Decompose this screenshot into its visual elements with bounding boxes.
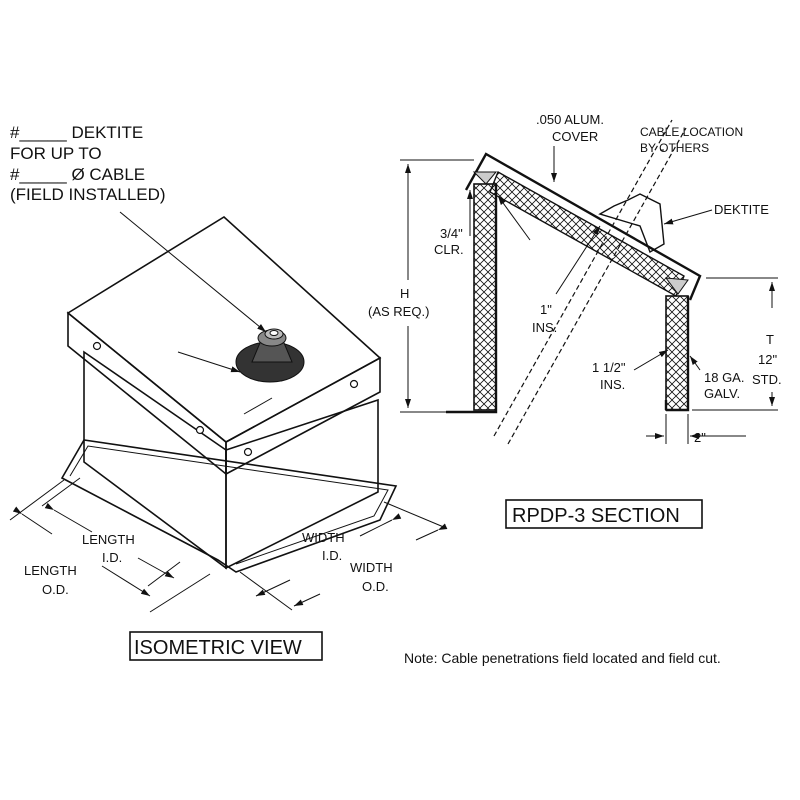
ins15-label-2: INS. xyxy=(600,377,625,392)
section-title: RPDP-3 SECTION xyxy=(512,505,680,527)
isometric-title-box xyxy=(129,631,323,661)
clr-label-1: 3/4" xyxy=(440,226,463,241)
cover-rivets xyxy=(92,341,359,457)
two-inch-label: 2" xyxy=(694,430,706,445)
callout-line3: #_____ Ø CABLE xyxy=(10,165,145,184)
width-id-sub: I.D. xyxy=(322,548,342,563)
width-od-label: WIDTH xyxy=(350,560,393,575)
section-title-box xyxy=(505,499,703,529)
t-label-3: STD. xyxy=(752,372,782,387)
length-od-label: LENGTH xyxy=(24,563,77,578)
cover-label-1: .050 ALUM. xyxy=(536,112,604,127)
cover-top xyxy=(66,216,382,443)
right-wall-insulation xyxy=(665,295,689,411)
length-id-sub: I.D. xyxy=(102,550,122,565)
galv-label-1: 18 GA. xyxy=(704,370,744,385)
h-label-1: H xyxy=(400,286,409,301)
box-right-wall xyxy=(225,398,379,570)
h-label-2: (AS REQ.) xyxy=(368,304,429,319)
t-label-2: 12" xyxy=(758,352,777,367)
length-od-sub: O.D. xyxy=(42,582,69,597)
width-od-sub: O.D. xyxy=(362,579,389,594)
isometric-view: #_____ DEKTITE FOR UP TO #_____ Ø CABLE … xyxy=(9,123,448,661)
callout-line4: (FIELD INSTALLED) xyxy=(10,185,166,204)
ins1-label-2: INS. xyxy=(532,320,557,335)
length-id-label: LENGTH xyxy=(82,532,135,547)
ins1-label-1: 1" xyxy=(540,302,552,317)
callout-line1: #_____ DEKTITE xyxy=(10,123,143,142)
t-label-1: T xyxy=(766,332,774,347)
section-view: .050 ALUM. COVER CABLE LOCATION BY OTHER… xyxy=(368,112,782,529)
ins15-label-1: 1 1/2" xyxy=(592,360,626,375)
dektite-section-icon xyxy=(598,193,665,254)
cable-label-2: BY OTHERS xyxy=(640,141,709,155)
footer-note: Note: Cable penetrations field located a… xyxy=(404,650,721,666)
galv-label-2: GALV. xyxy=(704,386,740,401)
left-wall-insulation xyxy=(473,183,497,411)
cover-insulation xyxy=(489,171,685,297)
cover-label-2: COVER xyxy=(552,129,598,144)
cable-label-1: CABLE LOCATION xyxy=(640,125,743,139)
clr-label-2: CLR. xyxy=(434,242,464,257)
dimension-lines xyxy=(9,477,448,613)
isometric-title: ISOMETRIC VIEW xyxy=(134,637,302,659)
dektite-label: DEKTITE xyxy=(714,202,769,217)
callout-line2: FOR UP TO xyxy=(10,144,102,163)
dektite-boot-icon xyxy=(235,328,305,383)
cover-skirt-right xyxy=(225,356,381,476)
width-id-label: WIDTH xyxy=(302,530,345,545)
